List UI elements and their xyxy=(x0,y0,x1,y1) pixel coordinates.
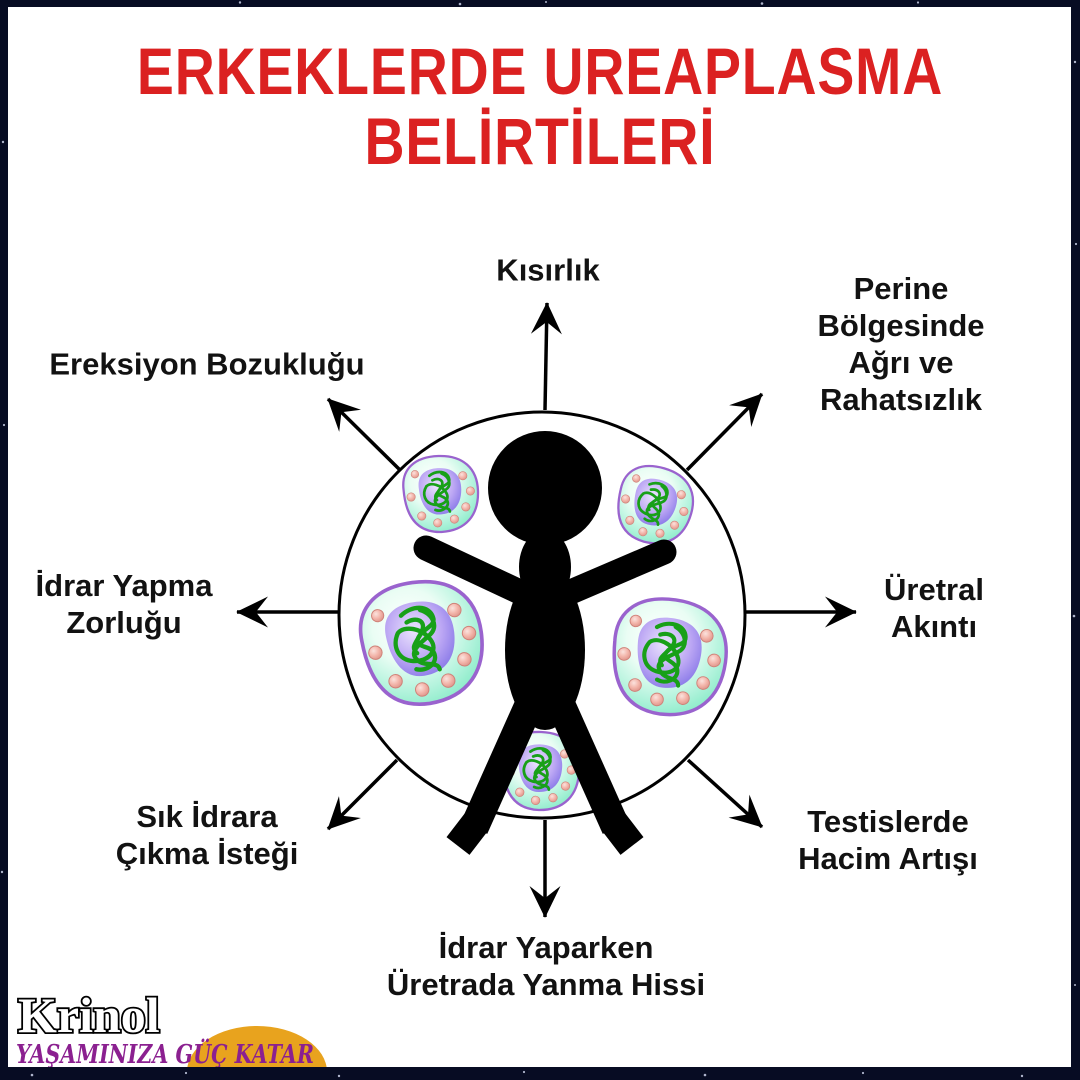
arrow-down-left xyxy=(326,758,399,831)
symptom-label-erectile-dysfunction: Ereksiyon Bozukluğu xyxy=(49,346,365,382)
brand-name: Krinol xyxy=(18,987,160,1043)
page-title-line1: ERKEKLERDE UREAPLASMA xyxy=(136,34,944,108)
brand-logo: Krinol YAŞAMINIZA GÜÇ KATAR xyxy=(16,986,327,1067)
symptom-label-frequent-urination-urge: Sık İdrara Çıkma İsteği xyxy=(115,799,299,871)
arrow-up-right xyxy=(685,392,764,472)
brand-tagline: YAŞAMINIZA GÜÇ KATAR xyxy=(16,1038,314,1067)
arrow-up xyxy=(530,302,562,411)
man-silhouette-icon xyxy=(413,431,677,855)
arrow-down-right xyxy=(686,758,764,829)
arrow-up-left xyxy=(326,397,402,472)
page-title: ERKEKLERDE UREAPLASMA BELİRTİLERİ xyxy=(0,36,1080,176)
symptom-label-testicular-enlargement: Testislerde Hacim Artışı xyxy=(798,804,978,876)
symptom-label-urethral-discharge: Üretral Akıntı xyxy=(884,572,984,644)
symptom-label-difficulty-urinating: İdrar Yapma Zorluğu xyxy=(35,568,213,640)
symptom-arrows xyxy=(236,302,857,918)
page-title-line2: BELİRTİLERİ xyxy=(364,104,716,178)
symptom-label-burning-during-urination: İdrar Yaparken Üretrada Yanma Hissi xyxy=(386,930,706,1002)
symptom-label-infertility: Kısırlık xyxy=(496,252,600,288)
brand-ellipse xyxy=(187,1026,327,1067)
symptom-label-perineal-pain: Perine Bölgesinde Ağrı ve Rahatsızlık xyxy=(817,271,985,417)
ureaplasma-cell-top-left xyxy=(401,454,480,534)
